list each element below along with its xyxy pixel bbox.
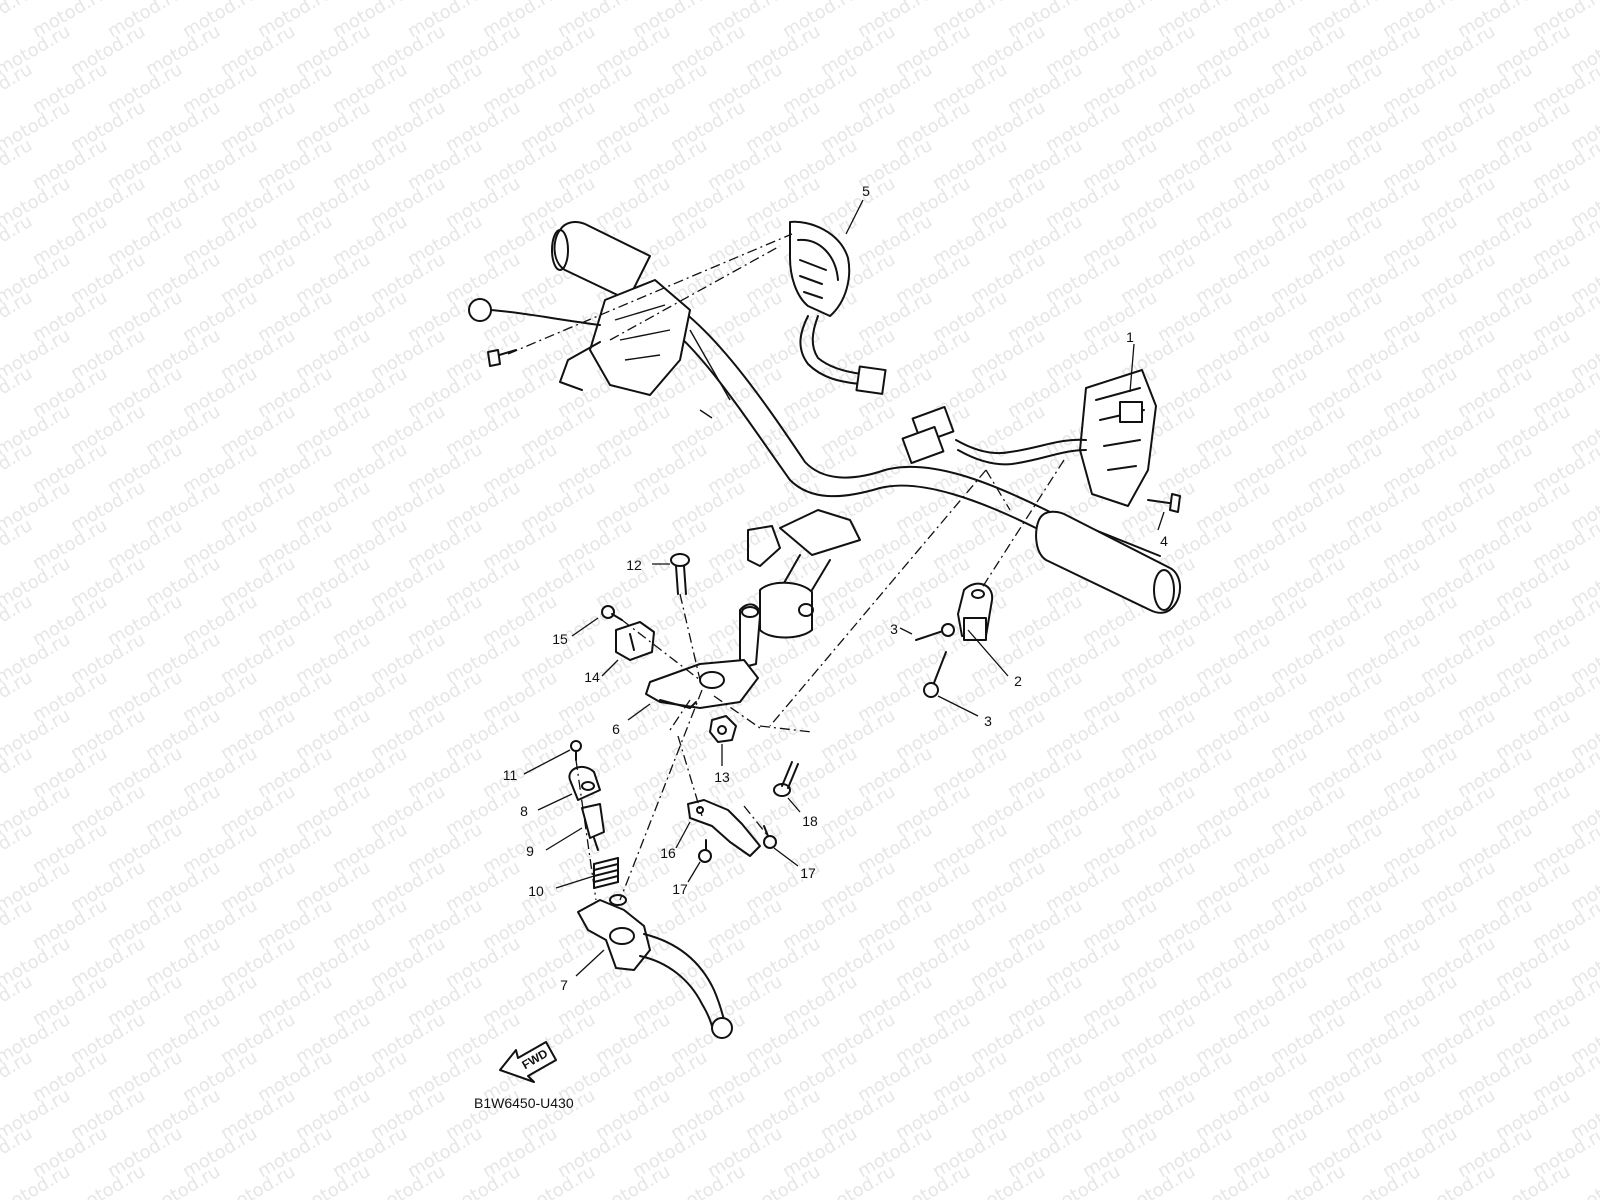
callout-8: 8 xyxy=(520,803,528,819)
callout-16: 16 xyxy=(660,845,676,861)
screw-11 xyxy=(570,740,582,761)
callout-1: 1 xyxy=(1126,329,1134,345)
nut-13 xyxy=(709,715,737,743)
clamp-14 xyxy=(615,621,655,661)
callout-9: 9 xyxy=(526,843,534,859)
callout-7: 7 xyxy=(560,977,568,993)
callout-6: 6 xyxy=(612,721,620,737)
callout-11: 11 xyxy=(503,767,518,783)
callout-18: 18 xyxy=(802,813,818,829)
callout-17-right: 17 xyxy=(800,865,816,881)
cable-holder xyxy=(957,582,994,641)
watermark-text: motod.ru xyxy=(1567,1161,1600,1200)
right-handlebar-switch xyxy=(901,369,1157,507)
handlebar xyxy=(468,221,1181,639)
callout-12: 12 xyxy=(626,557,642,573)
left-handlebar-switch xyxy=(789,220,887,395)
callout-2: 2 xyxy=(1014,673,1022,689)
bolt-18 xyxy=(773,761,799,797)
callout-14: 14 xyxy=(584,669,600,685)
screw-4 xyxy=(1147,493,1181,513)
callout-10: 10 xyxy=(528,883,544,899)
watermark-text: motod.ru xyxy=(0,0,36,42)
callout-17-left: 17 xyxy=(672,881,688,897)
screw-17-left xyxy=(698,839,712,863)
lever-7 xyxy=(577,894,733,1039)
assembly-center-lines xyxy=(507,233,1065,901)
callout-leaders xyxy=(523,199,1165,977)
callout-4: 4 xyxy=(1160,533,1168,549)
callout-numbers: 1 2 3 3 4 5 6 7 8 9 10 11 12 13 14 15 16… xyxy=(503,183,1168,993)
adjuster-9 xyxy=(581,803,605,851)
callout-13: 13 xyxy=(714,769,730,785)
screw-3-lower xyxy=(923,651,947,698)
collar-8 xyxy=(568,765,601,801)
callout-5: 5 xyxy=(862,183,870,199)
screw-3-upper xyxy=(915,623,955,641)
drawing-code: B1W6450-U430 xyxy=(474,1095,574,1111)
screw-15 xyxy=(601,605,623,621)
callout-15: 15 xyxy=(552,631,568,647)
callout-3-lower: 3 xyxy=(984,713,992,729)
callout-3-upper: 3 xyxy=(890,621,898,637)
bolt-12 xyxy=(670,553,690,595)
lever-holder-6 xyxy=(645,603,761,709)
plate-16 xyxy=(687,799,761,857)
screw-17-right xyxy=(763,825,777,849)
screw-left-housing xyxy=(487,349,517,367)
